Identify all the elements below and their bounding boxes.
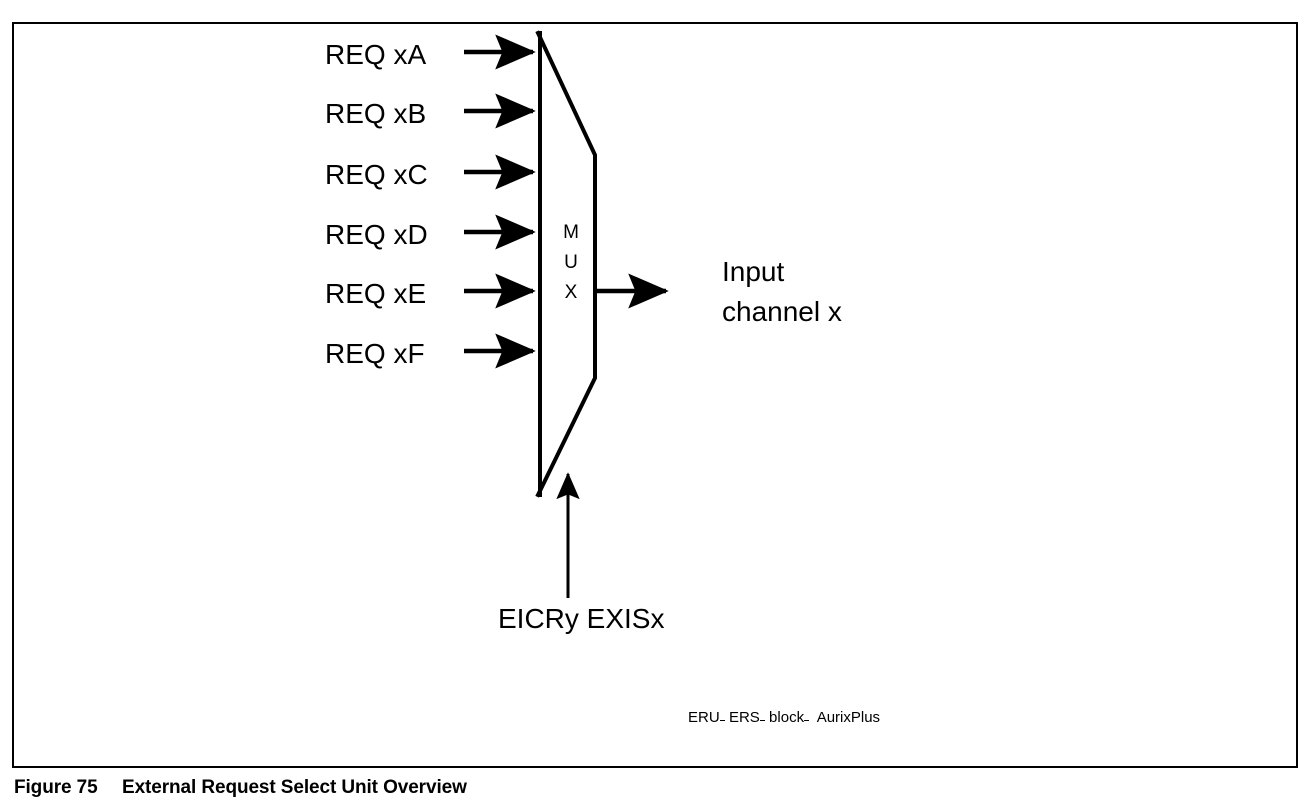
diagram-watermark: ERU_ ERS_ block_ AurixPlus <box>688 707 880 725</box>
watermark-part-eru: ERU <box>688 709 720 726</box>
figure-border-frame <box>12 22 1298 768</box>
figure-caption: Figure 75 External Request Select Unit Ov… <box>14 776 467 800</box>
select-signal-label: EICRy EXISx <box>498 603 665 634</box>
input-label-req-xc: REQ xC <box>325 159 428 190</box>
input-label-req-xd: REQ xD <box>325 219 428 250</box>
mux-label-char-x: X <box>564 282 578 303</box>
watermark-underscore-3: _ <box>804 707 809 722</box>
input-label-req-xf: REQ xF <box>325 338 425 369</box>
input-label-req-xe: REQ xE <box>325 278 427 309</box>
multiplexer-diagram <box>464 30 669 598</box>
output-label-line2: channel x <box>722 296 842 327</box>
mux-label-char-m: M <box>563 222 579 243</box>
input-label-req-xb: REQ xB <box>325 98 427 129</box>
input-label-req-xa: REQ xA <box>325 39 427 70</box>
figure-title: External Request Select Unit Overview <box>122 777 467 798</box>
mux-body-right-outline <box>535 30 597 498</box>
figure-number: Figure 75 <box>14 777 98 798</box>
watermark-part-ers: ERS <box>728 709 760 726</box>
mux-block-label: M U X <box>556 218 586 308</box>
watermark-part-block: block <box>769 709 805 726</box>
output-label-line1: Input <box>722 256 785 287</box>
watermark-underscore-2: _ <box>760 707 765 722</box>
watermark-underscore-1: _ <box>720 707 725 722</box>
output-label: Input channel x <box>722 252 842 332</box>
watermark-part-aurixplus: AurixPlus <box>816 709 881 726</box>
mux-label-char-u: U <box>564 252 578 273</box>
